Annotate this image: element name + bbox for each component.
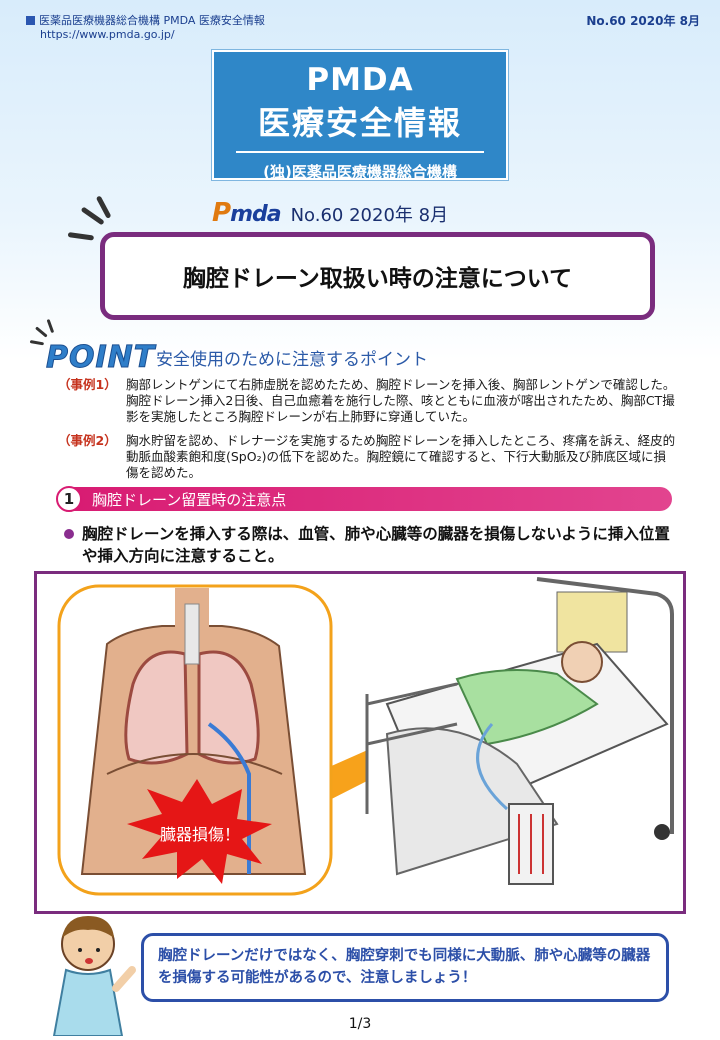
bed-wheel-icon: [654, 824, 670, 840]
callout-bubble: 胸腔ドレーンだけではなく、胸腔穿刺でも同様に大動脈、肺や心臓等の臓器を損傷する可…: [141, 933, 669, 1002]
stroke: [29, 340, 45, 346]
right-lung-icon: [197, 650, 260, 765]
burst-icon: [127, 779, 272, 884]
bullet-point: 胸腔ドレーンを挿入する際は、血管、肺や心臓等の臓器を損傷しないように挿入位置や挿…: [64, 523, 676, 567]
title-org: (独)医薬品医療機器総合機構: [263, 163, 457, 181]
case-text: 胸水貯留を認め、ドレナージを実施するため胸腔ドレーンを挿入したところ、疼痛を訴え…: [126, 433, 676, 480]
pmda-logo-p: P: [212, 198, 231, 228]
title-divider: [236, 151, 484, 153]
header-org: 医薬品医療機器総合機構 PMDA 医療安全情報: [26, 12, 265, 28]
nurse-icon: [52, 916, 136, 1036]
pmda-logo-rest: mda: [230, 202, 282, 227]
tube-to-unit: [476, 723, 509, 811]
stroke: [95, 195, 112, 219]
diaphragm-line: [106, 753, 283, 775]
main-heading: 胸腔ドレーン取扱い時の注意について: [100, 232, 655, 320]
headboard-panel: [556, 591, 628, 653]
patient-head-icon: [561, 641, 603, 683]
case-label: （事例2）: [58, 433, 117, 448]
stroke: [35, 326, 48, 338]
header-org-text: 医薬品医療機器総合機構 PMDA 医療安全情報: [39, 14, 265, 27]
logo-line: Pmda No.60 2020年 8月: [212, 198, 448, 228]
page-number: 1/3: [348, 1016, 372, 1032]
blanket-icon: [385, 727, 559, 876]
header-url[interactable]: https://www.pmda.go.jp/: [40, 28, 175, 41]
case-1: （事例1） 胸部レントゲンにて右肺虚脱を認めたため、胸腔ドレーンを挿入後、胸部レ…: [58, 377, 678, 425]
illustration: 臓器損傷！: [57, 577, 674, 902]
header-issue: No.60 2020年 8月: [586, 14, 700, 28]
drain-tube-icon: [207, 722, 251, 874]
title-en: PMDA: [306, 62, 414, 98]
section-title: 胸腔ドレーン留置時の注意点: [92, 490, 287, 509]
case-label: （事例1）: [58, 377, 117, 392]
bed-rail-icon: [365, 682, 458, 814]
burst-label: 臓器損傷！: [160, 825, 240, 844]
bullet-dot-icon: [64, 529, 74, 539]
section-number: 1: [56, 486, 82, 512]
section-bar: 1 胸腔ドレーン留置時の注意点: [56, 486, 672, 512]
case-2: （事例2） 胸水貯留を認め、ドレナージを実施するため胸腔ドレーンを挿入したところ…: [58, 433, 678, 481]
title-jp: 医療安全情報: [257, 104, 462, 142]
point-text: 安全使用のために注意するポイント: [156, 350, 428, 370]
title-box: PMDA 医療安全情報 (独)医薬品医療機器総合機構: [211, 49, 509, 181]
case-text: 胸部レントゲンにて右肺虚脱を認めたため、胸腔ドレーンを挿入後、胸部レントゲンで確…: [126, 377, 676, 424]
left-lung-icon: [124, 650, 189, 765]
trachea-icon: [184, 603, 200, 665]
bed-headboard: [536, 577, 674, 834]
stroke: [67, 232, 95, 241]
illustration-frame: 臓器損傷！: [34, 571, 686, 914]
pmda-logo: Pmda: [212, 198, 282, 228]
issue-line: No.60 2020年 8月: [290, 205, 449, 226]
square-bullet-icon: [26, 15, 35, 25]
bullet-text: 胸腔ドレーンを挿入する際は、血管、肺や心臓等の臓器を損傷しないように挿入位置や挿…: [82, 525, 670, 565]
stroke: [46, 318, 55, 334]
point-badge: POINT: [45, 340, 156, 376]
